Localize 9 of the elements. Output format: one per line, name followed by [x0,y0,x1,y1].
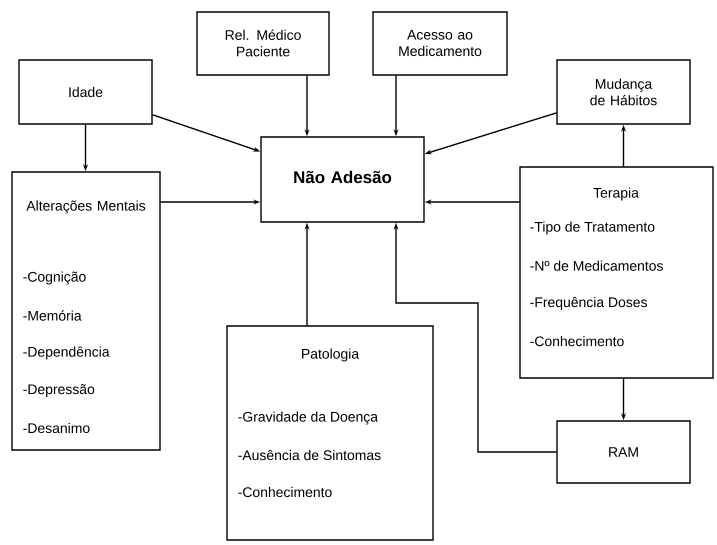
box: Idade [18,59,153,125]
box: Não Adesão [260,136,425,223]
box: Terapia -Tipo de Tratamento -Nº de Medicamentos -Frequência Doses -Conhecimento [519,166,714,379]
box: Alterações Mentais -Cognição -Memória -Dependência -Depressão -Desanimo [11,171,161,451]
box: RAM [556,420,691,484]
box: Mudança de Hábitos [556,59,691,125]
box: Rel. Médico Paciente [196,11,330,76]
box: Patologia -Gravidade da Doença -Ausência de Sintomas -Conhecimento [226,325,434,541]
box: Acesso ao Medicamento [372,11,508,76]
